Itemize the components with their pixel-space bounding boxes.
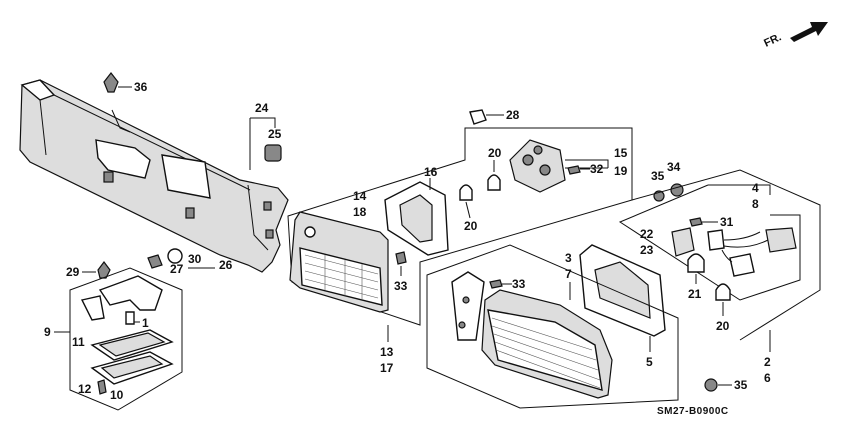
callout-22: 22 [640, 227, 654, 241]
callout-16: 16 [424, 165, 438, 179]
front-direction-indicator: FR. [762, 22, 828, 50]
socket-part-22: 22 23 [640, 227, 695, 257]
callout-7: 7 [565, 267, 572, 281]
bulb-part-21: 21 [687, 253, 705, 301]
outer-group-frame [631, 169, 821, 341]
front-arrow-icon [790, 22, 828, 42]
callout-23: 23 [640, 243, 654, 257]
callout-34: 34 [667, 160, 681, 174]
callout-29: 29 [66, 265, 80, 279]
socket-frame-right [618, 184, 801, 301]
license-lamp-part-10: 10 [90, 351, 174, 402]
callout-group-2-6: 2 6 [764, 330, 771, 385]
callout-28: 28 [506, 108, 520, 122]
callout-33-upper: 33 [394, 279, 408, 293]
callout-25: 25 [268, 127, 282, 141]
outer-lamp-group-frame [426, 244, 679, 409]
callout-10: 10 [110, 388, 124, 402]
callout-3: 3 [565, 251, 572, 265]
bulb-part-20-lower: 20 [715, 283, 731, 333]
direction-label: FR. [762, 31, 783, 49]
callout-4: 4 [752, 181, 759, 195]
callout-26: 26 [219, 258, 233, 272]
callout-6: 6 [764, 371, 771, 385]
callout-24: 24 [255, 101, 269, 115]
callout-20-middle: 20 [464, 219, 478, 233]
nut-part-35-lower: 35 [704, 378, 748, 392]
callout-35-lower: 35 [734, 378, 748, 392]
callout-1: 1 [142, 316, 149, 330]
callout-2: 2 [764, 355, 771, 369]
callout-31: 31 [720, 215, 734, 229]
callout-33-lower: 33 [512, 277, 526, 291]
wire-harness [707, 227, 797, 277]
callout-13: 13 [380, 345, 394, 359]
callout-36: 36 [134, 80, 148, 94]
socket-assembly-part-15: 15 19 [509, 139, 628, 193]
callout-5: 5 [646, 355, 653, 369]
callout-group-26-27-30: 27 30 26 [147, 248, 233, 276]
license-light-group-frame [69, 267, 183, 411]
callout-14: 14 [353, 189, 367, 203]
lamp-bracket [451, 271, 485, 341]
rear-garnish-panel [19, 79, 289, 273]
bolt-part-28: 28 [469, 108, 520, 125]
screw-part-32: 32 [567, 162, 604, 176]
callout-27: 27 [170, 262, 184, 276]
callout-32: 32 [590, 162, 604, 176]
screw-part-33-lower: 33 [489, 277, 526, 291]
tail-lamp-part-3: 3 7 [481, 251, 613, 399]
callout-group-13-17: 13 17 [380, 325, 394, 375]
callout-30: 30 [188, 252, 202, 266]
callout-17: 17 [380, 361, 394, 375]
clip-part-36: 36 [103, 72, 148, 94]
screw-part-31: 31 [689, 215, 734, 229]
callout-11: 11 [72, 335, 85, 349]
callout-21: 21 [688, 287, 702, 301]
callout-8: 8 [752, 197, 759, 211]
clip-part-29: 29 [66, 261, 111, 279]
callout-group-24-25: 24 25 [249, 101, 282, 170]
callout-15: 15 [614, 146, 628, 160]
screw-part-12: 12 [78, 379, 107, 396]
inner-lamp-part-14: 14 18 [289, 189, 389, 313]
diagram-code: SM27-B0900C [657, 406, 729, 417]
callout-18: 18 [353, 205, 367, 219]
nut-part-35-upper: 35 [651, 169, 665, 202]
license-lens-part-11: 11 [72, 329, 174, 361]
callout-19: 19 [614, 164, 628, 178]
callout-35-upper: 35 [651, 169, 665, 183]
nut-part-34: 34 [667, 160, 684, 197]
grommet-part-25 [264, 144, 282, 162]
license-light-bracket-part-1: 1 [80, 275, 163, 330]
inner-lamp-group-frame [287, 127, 633, 326]
callout-9: 9 [44, 325, 70, 339]
callout-20-upper: 20 [488, 146, 502, 160]
bulb-part-20-middle: 20 [459, 184, 478, 233]
callout-12: 12 [78, 382, 92, 396]
callout-group-4-8: 4 8 [752, 181, 759, 211]
bulb-part-20-upper: 20 [487, 146, 502, 191]
gasket-part-5: 5 [579, 244, 666, 369]
screw-part-33-upper: 33 [394, 251, 408, 293]
svg-text:9: 9 [44, 325, 51, 339]
gasket-part-16: 16 [384, 165, 449, 256]
callout-20-lower: 20 [716, 319, 730, 333]
